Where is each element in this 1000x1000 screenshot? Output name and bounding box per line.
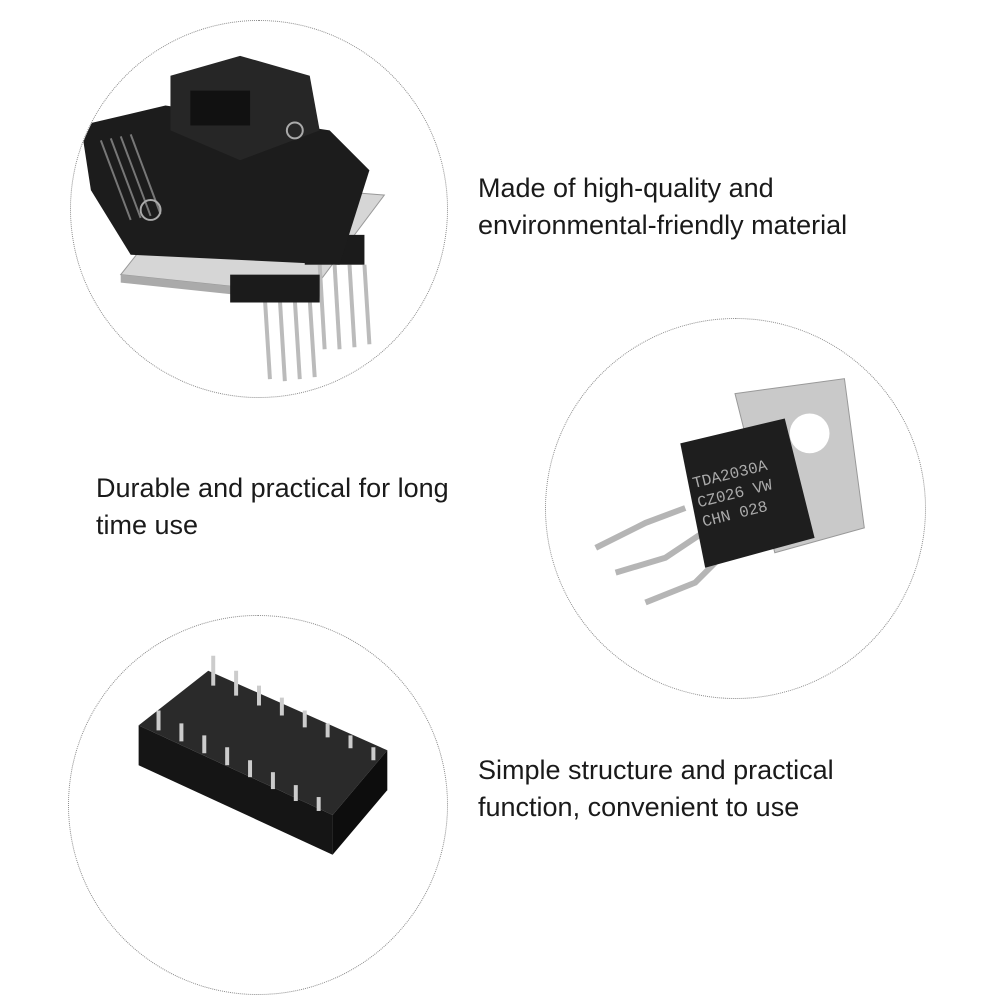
product-image-circle-dip-socket [68,615,448,995]
caption-line: Made of high-quality and [478,173,774,203]
caption-line: time use [96,510,199,540]
caption-line: Durable and practical for long [96,473,449,503]
sop-adapter-socket-illustration [80,55,386,382]
feature-caption-durable: Durable and practical for long time use [96,470,449,544]
product-image-circle-to220-chip: TDA2030A CZ026 VW CHN 028 [545,318,926,699]
feature-caption-material: Made of high-quality and environmental-f… [478,170,847,244]
feature-caption-structure: Simple structure and practical function,… [478,752,834,826]
to220-chip-illustration: TDA2030A CZ026 VW CHN 028 [594,378,865,606]
caption-line: environmental-friendly material [478,210,848,240]
dip16-socket-illustration [138,655,388,855]
product-image-circle-sop-adapter [70,20,448,398]
caption-line: Simple structure and practical [478,755,834,785]
caption-line: function, convenient to use [478,792,800,822]
